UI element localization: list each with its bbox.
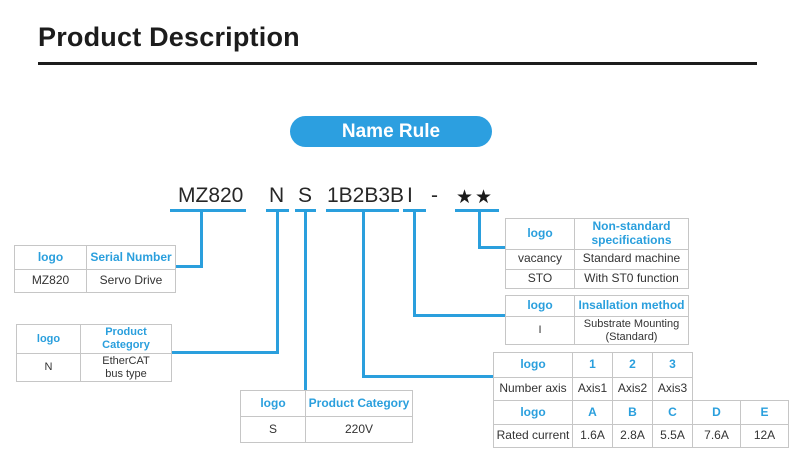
connector-bus-h	[171, 351, 279, 354]
value-cell: 5.5A	[652, 424, 693, 448]
table-row: vacancy Standard machine	[505, 248, 689, 270]
installation-method-table: logo Insallation method I Substrate Moun…	[505, 295, 689, 346]
value-cell: With ST0 function	[574, 268, 689, 289]
value-cell: Number axis	[493, 377, 573, 401]
table-row: Rated current 1.6A 2.8A 5.5A 7.6A 12A	[493, 424, 789, 448]
table-header-row: logo Serial Number	[14, 245, 176, 270]
connector-axes-v	[362, 209, 365, 378]
underline-stars	[455, 209, 499, 212]
value-cell: 2.8A	[612, 424, 653, 448]
header-cell: C	[652, 400, 693, 425]
bus-category-table: logo Product Category N EtherCAT bus typ…	[16, 324, 172, 383]
underline-series	[170, 209, 246, 212]
header-cell: logo	[14, 245, 87, 270]
value-cell: S	[240, 416, 306, 443]
header-cell: A	[572, 400, 613, 425]
header-cell: B	[612, 400, 653, 425]
voltage-category-table: logo Product Category S 220V	[240, 390, 413, 443]
page-title: Product Description	[38, 22, 300, 52]
header-cell: Serial Number	[86, 245, 176, 270]
value-cell: 220V	[305, 416, 413, 443]
header-cell: logo	[493, 400, 573, 425]
star-icons: ★★	[456, 187, 495, 208]
value-cell: STO	[505, 268, 575, 289]
header-cell: Non-standard specifications	[574, 218, 689, 250]
value-cell: Axis3	[652, 377, 693, 401]
name-rule-badge: Name Rule	[290, 116, 492, 147]
header-cell: Insallation method	[574, 295, 689, 317]
value-cell: Servo Drive	[86, 269, 176, 293]
connector-series-h	[175, 265, 203, 268]
number-axis-table: logo 1 2 3 Number axis Axis1 Axis2 Axis3	[493, 352, 693, 401]
connector-stars-v	[478, 209, 481, 249]
table-row: S 220V	[240, 416, 413, 443]
rated-current-table: logo A B C D E Rated current 1.6A 2.8A 5…	[493, 400, 789, 448]
header-cell: Product Category	[80, 324, 172, 354]
serial-number-table: logo Serial Number MZ820 Servo Drive	[14, 245, 176, 293]
header-cell: logo	[505, 295, 575, 317]
connector-bus-v	[276, 209, 279, 354]
table-row: N EtherCAT bus type	[16, 352, 172, 383]
connector-stars-h	[478, 246, 505, 249]
header-cell: E	[740, 400, 789, 425]
value-cell: Axis2	[612, 377, 653, 401]
value-cell: EtherCAT bus type	[80, 352, 172, 383]
table-header-row: logo Product Category	[240, 390, 413, 417]
table-row: MZ820 Servo Drive	[14, 269, 176, 293]
model-segment-separator: -	[431, 184, 438, 207]
header-cell: 3	[652, 352, 693, 378]
connector-install-v	[413, 209, 416, 317]
header-cell: D	[692, 400, 741, 425]
model-segment-axes: 1B2B3B	[327, 184, 405, 207]
connector-voltage-v	[304, 209, 307, 390]
table-row: Number axis Axis1 Axis2 Axis3	[493, 377, 693, 401]
value-cell: Axis1	[572, 377, 613, 401]
table-header-row: logo 1 2 3	[493, 352, 693, 378]
table-header-row: logo Insallation method	[505, 295, 689, 317]
header-cell: 2	[612, 352, 653, 378]
value-cell: 1.6A	[572, 424, 613, 448]
value-cell: Standard machine	[574, 248, 689, 270]
model-segment-voltage: S	[298, 184, 313, 207]
value-cell: MZ820	[14, 269, 87, 293]
table-header-row: logo Non-standard specifications	[505, 218, 689, 250]
table-header-row: logo Product Category	[16, 324, 172, 354]
table-row: I Substrate Mounting (Standard)	[505, 315, 689, 346]
model-segment-install: I	[407, 184, 413, 207]
value-cell: I	[505, 315, 575, 346]
header-cell: logo	[240, 390, 306, 417]
connector-axes-h	[362, 375, 493, 378]
title-underline	[38, 62, 757, 65]
value-cell: vacancy	[505, 248, 575, 270]
connector-series-v	[200, 209, 203, 268]
header-cell: logo	[505, 218, 575, 250]
connector-install-h	[413, 314, 505, 317]
model-segment-bus: N	[269, 184, 285, 207]
table-row: STO With ST0 function	[505, 268, 689, 289]
value-cell: Rated current	[493, 424, 573, 448]
header-cell: 1	[572, 352, 613, 378]
header-cell: logo	[16, 324, 81, 354]
value-cell: N	[16, 352, 81, 383]
nonstandard-spec-table: logo Non-standard specifications vacancy…	[505, 218, 689, 289]
header-cell: Product Category	[305, 390, 413, 417]
value-cell: Substrate Mounting (Standard)	[574, 315, 689, 346]
header-cell: logo	[493, 352, 573, 378]
value-cell: 7.6A	[692, 424, 741, 448]
value-cell: 12A	[740, 424, 789, 448]
table-header-row: logo A B C D E	[493, 400, 789, 425]
model-segment-series: MZ820	[178, 184, 244, 207]
